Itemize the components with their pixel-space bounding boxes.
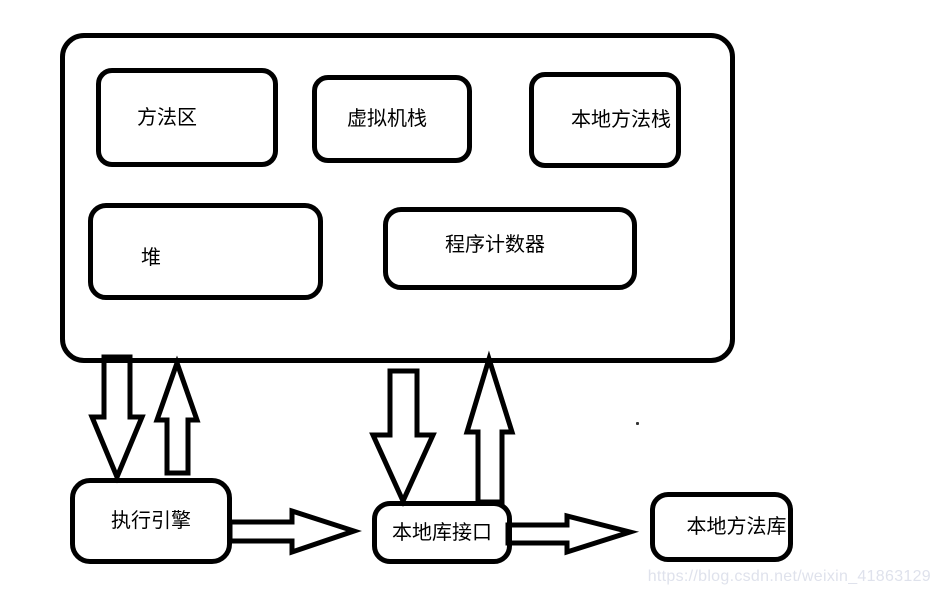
node-method-area: 方法区 (96, 68, 278, 167)
node-native-library: 本地方法库 (650, 492, 793, 562)
node-native-interface: 本地库接口 (372, 501, 512, 564)
right-arrow-interface-to-library-icon (505, 512, 640, 556)
stray-dot (636, 422, 639, 425)
node-execution-engine: 执行引擎 (70, 478, 232, 564)
down-arrow-runtime-to-engine-icon (88, 354, 146, 484)
node-program-counter: 程序计数器 (383, 207, 637, 290)
node-native-method-stack: 本地方法栈 (529, 72, 681, 168)
watermark-text: https://blog.csdn.net/weixin_41863129 (647, 568, 931, 585)
node-heap: 堆 (88, 203, 323, 300)
up-arrow-engine-to-runtime-icon (153, 355, 201, 476)
right-arrow-engine-to-interface-icon (227, 507, 362, 556)
up-arrow-interface-to-runtime-icon (463, 350, 516, 505)
down-arrow-runtime-to-interface-icon (369, 368, 437, 508)
node-vm-stack: 虚拟机栈 (312, 75, 472, 163)
runtime-data-area-container (60, 33, 735, 363)
